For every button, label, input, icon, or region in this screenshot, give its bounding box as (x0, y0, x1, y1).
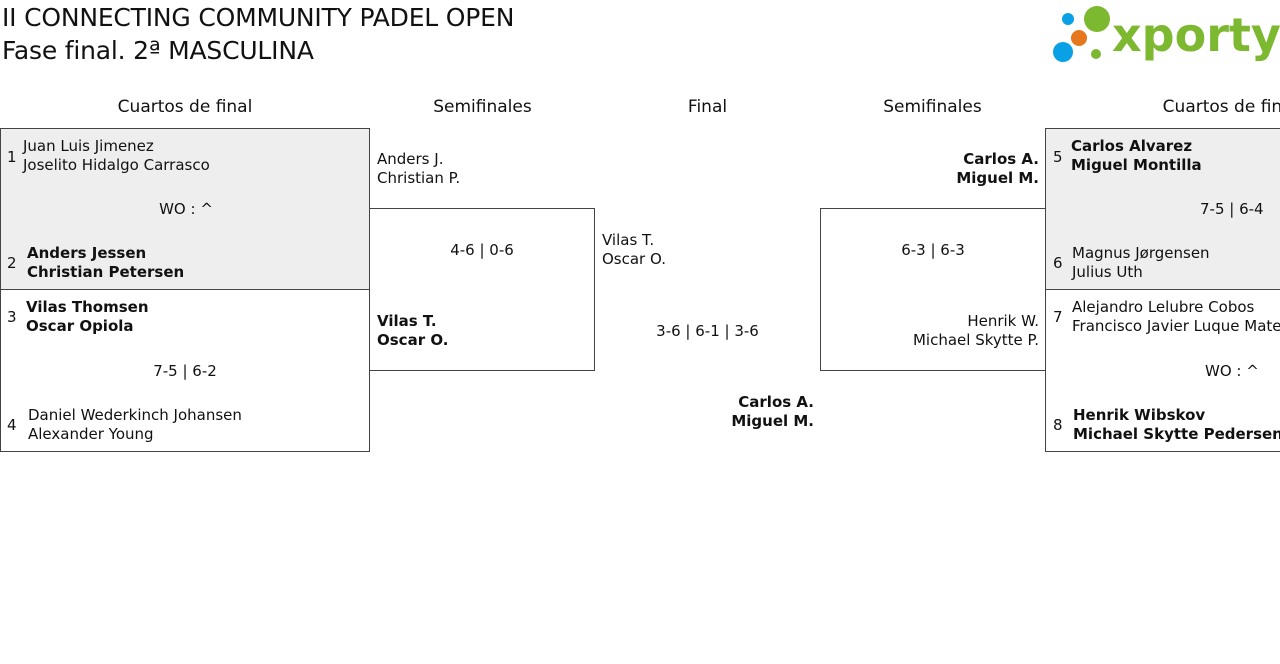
team-top: Juan Luis Jimenez Joselito Hidalgo Carra… (23, 137, 210, 175)
quarter-final-match-3[interactable]: 5 Carlos Alvarez Miguel Montilla 7-5 | 6… (1045, 128, 1280, 290)
round-label-left-quarters: Cuartos de final (117, 97, 253, 117)
seed-number: 5 (1053, 148, 1063, 166)
logo-wordmark: xporty (1112, 8, 1280, 62)
semi-left-team-top: Anders J. Christian P. (377, 150, 460, 188)
match-score: WO : ^ (1205, 362, 1259, 380)
player-name: Christian P. (377, 169, 461, 187)
team-bottom: Daniel Wederkinch Johansen Alexander You… (28, 406, 242, 444)
semi-right-team-top-winner: Carlos A. Miguel M. (830, 150, 1039, 188)
logo-dots-icon (1053, 6, 1110, 62)
player-name: Carlos A. (738, 393, 814, 411)
player-name: Vilas Thomsen (26, 298, 149, 316)
semi-final-left-box[interactable]: 4-6 | 0-6 Vilas T. Oscar O. (369, 208, 595, 371)
player-name: Vilas T. (377, 312, 437, 330)
player-name: Juan Luis Jimenez (23, 137, 154, 155)
player-name: Daniel Wederkinch Johansen (28, 406, 242, 424)
player-name: Julius Uth (1072, 263, 1143, 281)
player-name: Miguel Montilla (1071, 156, 1202, 174)
semi-right-team-bottom: Henrik W. Michael Skytte P. (821, 312, 1039, 350)
seed-number: 7 (1053, 308, 1063, 326)
player-name: Magnus Jørgensen (1072, 244, 1210, 262)
seed-number: 4 (7, 416, 17, 434)
player-name: Carlos A. (963, 150, 1039, 168)
final-score: 3-6 | 6-1 | 3-6 (656, 322, 759, 340)
xporty-logo: xporty (1050, 4, 1280, 68)
match-score: 7-5 | 6-4 (1200, 200, 1264, 218)
tournament-title: II CONNECTING COMMUNITY PADEL OPEN (2, 3, 515, 32)
player-name: Henrik Wibskov (1073, 406, 1206, 424)
match-score: 4-6 | 0-6 (450, 241, 514, 259)
player-name: Miguel M. (956, 169, 1039, 187)
quarter-final-match-4[interactable]: 7 Alejandro Lelubre Cobos Francisco Javi… (1045, 289, 1280, 452)
round-label-right-quarters: Cuartos de final (1162, 97, 1280, 117)
team-bottom-winner: Anders Jessen Christian Petersen (27, 244, 184, 282)
team-bottom-winner: Henrik Wibskov Michael Skytte Pedersen (1073, 406, 1280, 444)
seed-number: 1 (7, 148, 17, 166)
player-name: Christian Petersen (27, 263, 185, 281)
quarter-final-match-2[interactable]: 3 Vilas Thomsen Oscar Opiola 7-5 | 6-2 4… (0, 289, 370, 452)
seed-number: 2 (7, 254, 17, 272)
match-score: 6-3 | 6-3 (901, 241, 965, 259)
round-label-final: Final (687, 97, 728, 117)
player-name: Joselito Hidalgo Carrasco (23, 156, 210, 174)
player-name: Miguel M. (731, 412, 814, 430)
player-name: Oscar O. (377, 331, 449, 349)
round-label-left-semis: Semifinales (433, 97, 532, 117)
player-name: Anders J. (377, 150, 444, 168)
player-name: Carlos Alvarez (1071, 137, 1193, 155)
player-name: Vilas T. (602, 231, 655, 249)
match-score: WO : ^ (159, 200, 213, 218)
seed-number: 6 (1053, 254, 1063, 272)
final-team-top: Vilas T. Oscar O. (602, 231, 666, 269)
quarter-final-match-1[interactable]: 1 Juan Luis Jimenez Joselito Hidalgo Car… (0, 128, 370, 290)
final-team-bottom-winner: Carlos A. Miguel M. (620, 393, 814, 431)
seed-number: 8 (1053, 416, 1063, 434)
player-name: Oscar Opiola (26, 317, 134, 335)
seed-number: 3 (7, 308, 17, 326)
player-name: Francisco Javier Luque Mateo (1072, 317, 1280, 335)
player-name: Anders Jessen (27, 244, 147, 262)
match-score: 7-5 | 6-2 (153, 362, 217, 380)
player-name: Alexander Young (28, 425, 154, 443)
semi-final-right-box[interactable]: 6-3 | 6-3 Henrik W. Michael Skytte P. (820, 208, 1046, 371)
team-top: Alejandro Lelubre Cobos Francisco Javier… (1072, 298, 1280, 336)
bracket-subtitle: Fase final. 2ª MASCULINA (2, 36, 314, 65)
semi-left-team-bottom-winner: Vilas T. Oscar O. (377, 312, 448, 350)
team-bottom: Magnus Jørgensen Julius Uth (1072, 244, 1210, 282)
player-name: Alejandro Lelubre Cobos (1072, 298, 1255, 316)
player-name: Michael Skytte Pedersen (1073, 425, 1280, 443)
round-label-right-semis: Semifinales (883, 97, 982, 117)
player-name: Henrik W. (967, 312, 1039, 330)
team-top-winner: Vilas Thomsen Oscar Opiola (26, 298, 149, 336)
player-name: Oscar O. (602, 250, 666, 268)
team-top-winner: Carlos Alvarez Miguel Montilla (1071, 137, 1202, 175)
player-name: Michael Skytte P. (912, 331, 1039, 349)
